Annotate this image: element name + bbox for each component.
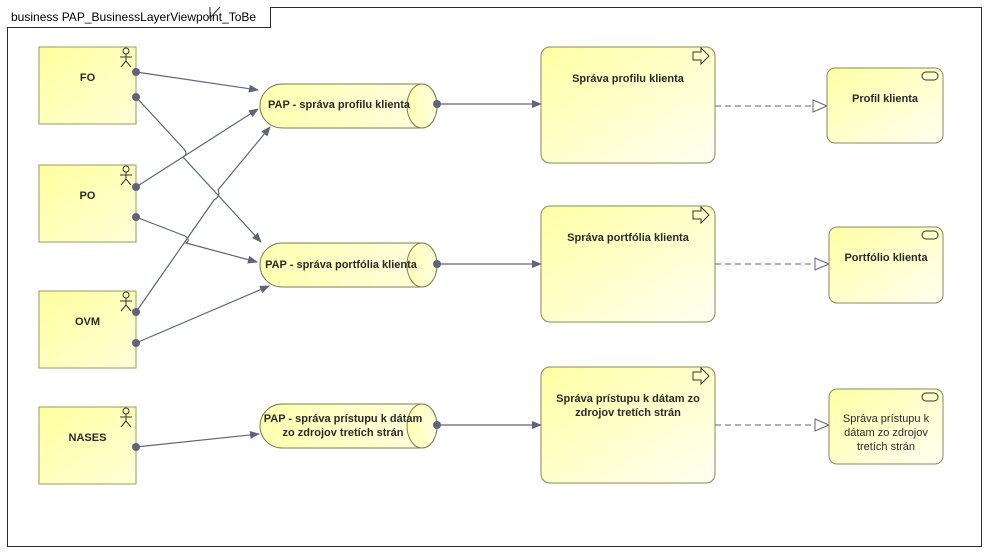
connector-dot	[433, 100, 441, 108]
connector-dot	[132, 183, 140, 191]
tab-corner	[209, 6, 221, 20]
connector-ovm-profil[interactable]	[135, 126, 271, 313]
connector-dot	[132, 93, 140, 101]
actor-label-nases: NASES	[68, 432, 107, 444]
service-icon	[921, 392, 939, 402]
interface-portfolio[interactable]	[259, 242, 438, 288]
process-arrow-icon	[692, 46, 710, 66]
object-profil[interactable]	[826, 67, 944, 144]
object-pristup[interactable]	[828, 388, 944, 465]
interface-label-pristup: PAP - správa prístupu k dátam zo zdrojov…	[263, 413, 423, 439]
process-portfolio[interactable]	[540, 205, 716, 323]
connector-dot	[132, 68, 140, 76]
object-label-profil: Profil klienta	[851, 93, 919, 105]
process-label-pristup: Správa prístupu k dátam zo zdrojov tretí…	[556, 393, 700, 419]
diagram-title: business PAP_BusinessLayerViewpoint_ToBe	[11, 10, 257, 24]
connector-dot	[132, 308, 140, 316]
diagram-frame	[7, 7, 982, 547]
interface-profil[interactable]	[259, 83, 438, 129]
process-label-portfolio: Správa portfólia klienta	[567, 232, 689, 244]
connector-po-portfolio[interactable]	[135, 216, 258, 264]
actor-label-fo: FO	[79, 72, 96, 84]
interface-label-profil: PAP - správa profilu klienta	[267, 99, 411, 111]
process-profil[interactable]	[540, 46, 716, 164]
interface-pristup[interactable]	[259, 403, 438, 449]
object-portfolio[interactable]	[828, 226, 944, 304]
process-label-profil: Správa profilu klienta	[572, 73, 684, 85]
actor-ovm[interactable]	[38, 290, 137, 369]
actor-nases[interactable]	[38, 406, 137, 485]
connector-dot	[132, 339, 140, 347]
actor-label-ovm: OVM	[74, 316, 101, 328]
connector-po-profil[interactable]	[135, 108, 259, 188]
process-arrow-icon	[692, 366, 710, 386]
process-arrow-icon	[692, 205, 710, 225]
service-icon	[921, 71, 939, 81]
actor-icon	[120, 47, 132, 68]
connector-fo-profil[interactable]	[135, 71, 259, 93]
connector-dot	[132, 443, 140, 451]
actor-icon	[120, 407, 132, 428]
actor-icon	[120, 291, 132, 312]
service-icon	[921, 230, 939, 240]
diagram-title-tab: business PAP_BusinessLayerViewpoint_ToBe	[7, 7, 272, 28]
connector-ovm-portfolio[interactable]	[135, 285, 270, 344]
object-label-pristup: Správa prístupu k dátam zo zdrojov tretí…	[842, 413, 930, 453]
connector-nases-pristup[interactable]	[135, 430, 260, 448]
object-label-portfolio: Portfólio klienta	[844, 252, 928, 264]
actor-po[interactable]	[38, 164, 137, 243]
connector-dot	[433, 260, 441, 268]
actor-label-po: PO	[79, 190, 96, 202]
connector-dot	[433, 421, 441, 429]
connector-dot	[132, 213, 140, 221]
actor-fo[interactable]	[38, 46, 137, 125]
actor-icon	[120, 165, 132, 186]
process-pristup[interactable]	[540, 366, 716, 484]
interface-label-portfolio: PAP - správa portfólia klienta	[265, 259, 417, 271]
